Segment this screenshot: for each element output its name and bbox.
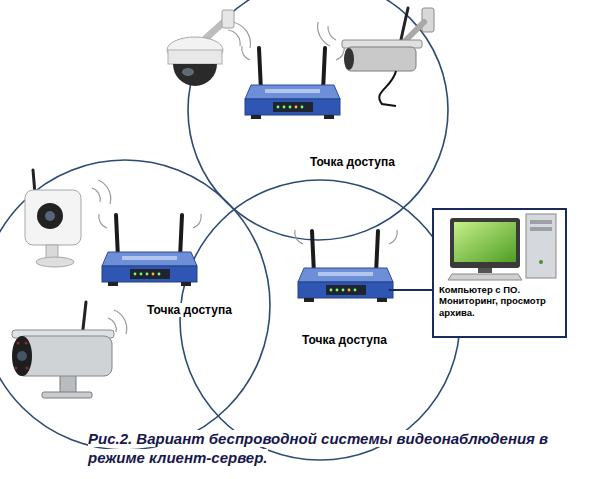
access-point: Точка доступа	[245, 45, 397, 170]
bullet-camera	[342, 8, 434, 106]
access-point-label: Точка доступа	[145, 303, 234, 317]
figure-caption: Рис.2. Вариант беспроводной системы виде…	[88, 430, 596, 468]
access-point: Точка доступа	[298, 228, 389, 348]
computer-label: Компьютер с ПО. Мониторинг, просмотр арх…	[434, 284, 565, 318]
coverage-circle	[0, 0, 460, 460]
cube-camera	[25, 170, 81, 267]
computer-icon	[434, 210, 565, 282]
access-point-label: Точка доступа	[300, 333, 389, 347]
computer-box: Компьютер с ПО. Мониторинг, просмотр арх…	[432, 208, 567, 338]
caption-text: Рис.2. Вариант беспроводной системы виде…	[88, 430, 548, 466]
access-point-label: Точка доступа	[308, 155, 397, 169]
access-point: Точка доступа	[102, 212, 234, 318]
dome-camera	[167, 10, 234, 86]
bullet-camera	[12, 302, 114, 398]
network-cable	[389, 289, 432, 291]
